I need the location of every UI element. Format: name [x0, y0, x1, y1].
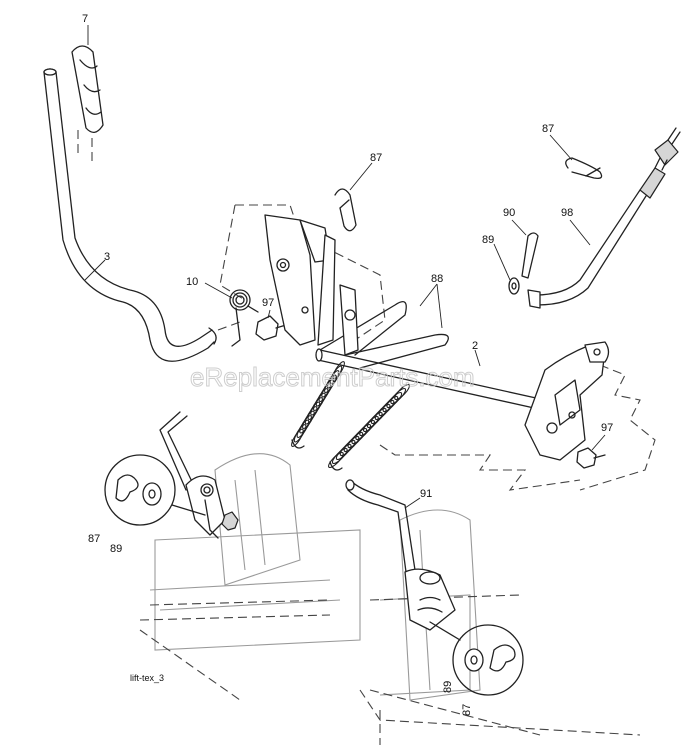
part-97-bolt-right [576, 447, 606, 469]
spring-coil [339, 439, 356, 457]
callout-87-right: 87 [542, 123, 554, 135]
spring-coil [335, 443, 352, 461]
callout-2: 2 [472, 340, 478, 352]
deck-frame-ghost [139, 453, 641, 745]
callout-leaders [84, 25, 606, 509]
callout-labels: 7 3 10 97 87 88 2 87 90 89 98 97 87 89 9… [82, 13, 613, 716]
spring-coil [382, 395, 399, 413]
watermark-text: eReplacementParts.com [190, 362, 475, 392]
callout-87-top: 87 [370, 152, 382, 164]
callout-91: 91 [420, 488, 432, 500]
left-lower-link [159, 411, 239, 539]
spring-coil [291, 428, 304, 448]
spring-coil [328, 451, 344, 469]
callout-7: 7 [82, 13, 88, 25]
callout-88: 88 [431, 273, 443, 285]
spring-coil [347, 431, 364, 449]
part-91-right-lower-link [345, 479, 456, 631]
callout-10: 10 [186, 276, 198, 288]
detail-circle-right [429, 621, 524, 696]
extension-springs [291, 361, 410, 471]
callout-90: 90 [503, 207, 515, 219]
callout-97-left: 97 [262, 297, 274, 309]
callout-89-upper: 89 [482, 234, 494, 246]
right-pivot-bracket [524, 341, 610, 461]
left-bracket-plate [264, 214, 336, 346]
spring-coil [374, 403, 391, 421]
part-87-hairpin-top [334, 188, 357, 232]
spring-coil [366, 411, 383, 429]
diagram-caption: lift-tex_3 [130, 673, 164, 683]
part-2-lift-shaft [315, 348, 546, 411]
extension-spring-left [291, 361, 345, 448]
part-90-cotter-pin [521, 232, 539, 279]
spring-coil [331, 447, 348, 465]
callout-98: 98 [561, 207, 573, 219]
spring-coil [370, 407, 387, 425]
callout-89-left: 89 [110, 543, 122, 555]
spring-coil [351, 427, 368, 445]
callout-87-bottom: 87 [461, 704, 473, 716]
spring-coil [359, 419, 375, 437]
spring-coil [363, 415, 379, 433]
part-98-adjuster-rod [527, 127, 681, 309]
callout-97-right: 97 [601, 422, 613, 434]
part-87-hairpin-right [565, 157, 603, 180]
spring-coil [343, 435, 360, 453]
part-88-rod [319, 284, 449, 369]
part-3-lift-lever [43, 68, 241, 362]
spring-coil [378, 399, 395, 417]
detail-circle-left [104, 454, 206, 526]
part-10-torsion-spring [229, 289, 259, 347]
spring-coil [355, 423, 372, 441]
dashed-frame-outline [219, 204, 656, 491]
extension-spring-right [328, 383, 410, 469]
part-7-grip [71, 45, 104, 165]
part-89-washer-upper [508, 277, 520, 295]
callout-3: 3 [104, 251, 110, 263]
callout-89-right: 89 [442, 681, 454, 693]
callout-87-left: 87 [88, 533, 100, 545]
spring-coil [386, 391, 403, 409]
